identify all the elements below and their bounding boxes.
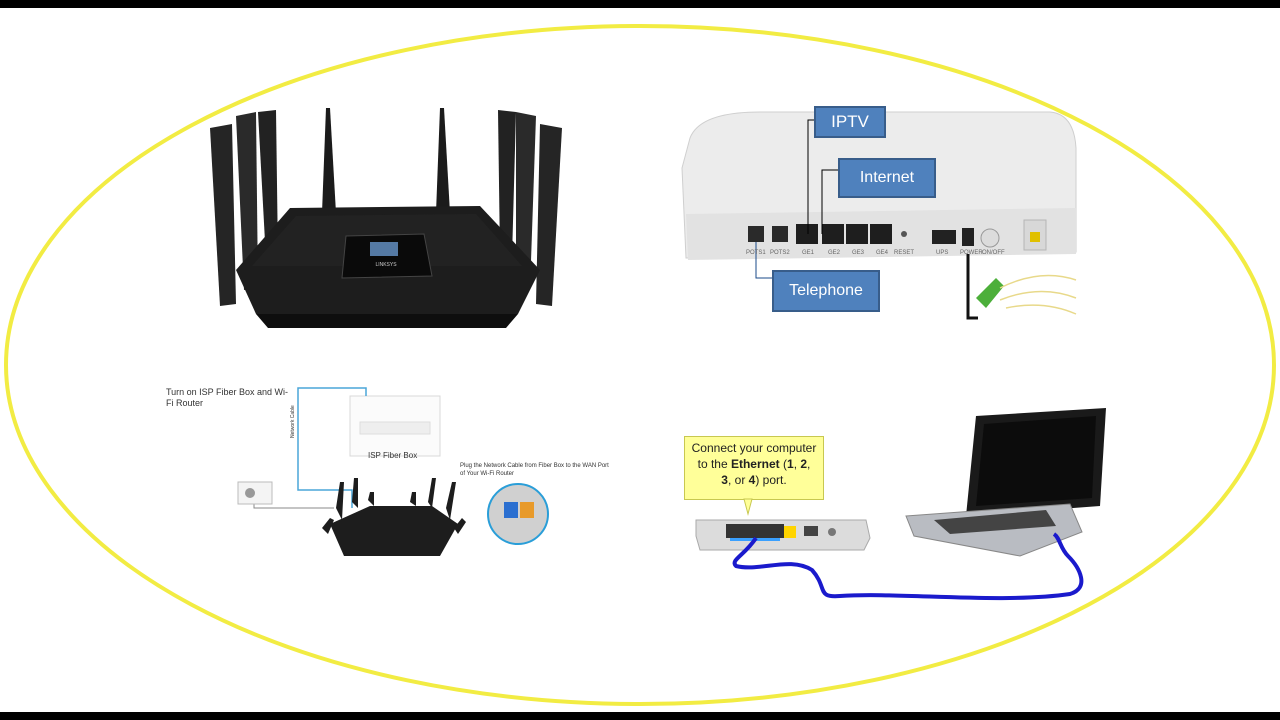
router-brand-text: LINKSYS <box>375 262 397 268</box>
callout-line-1: Connect your computer <box>691 441 817 455</box>
setup-step-text: Turn on ISP Fiber Box and Wi-Fi Router <box>166 387 289 408</box>
port-label-ups: UPS <box>936 250 948 256</box>
network-cable-label: Network Cable <box>290 405 296 438</box>
yellow-ellipse-frame <box>4 24 1276 706</box>
onu-port-labels: POTS1 POTS2 GE1 GE2 GE3 GE4 RESET UPS PO… <box>746 250 1005 256</box>
plug-instruction-text: Plug the Network Cable from Fiber Box to… <box>460 463 609 477</box>
port-label-onoff: ON/OFF <box>982 250 1005 256</box>
internet-label: Internet <box>838 158 936 198</box>
fiber-box-label: ISP Fiber Box <box>368 451 418 460</box>
linksys-router-image: LINKSYS <box>210 108 562 328</box>
callout-line-2: to the Ethernet (1, 2, <box>697 457 811 471</box>
laptop-setup-image <box>695 408 1106 601</box>
port-label-pots2: POTS2 <box>770 250 790 256</box>
setup-diagram-image <box>237 387 549 556</box>
port-label-ge2: GE2 <box>828 250 841 256</box>
callout-line-3: 3, or 4) port. <box>721 473 787 487</box>
slide-canvas: LINKSYS <box>0 8 1280 712</box>
port-label-pots1: POTS1 <box>746 250 766 256</box>
port-label-ge3: GE3 <box>852 250 865 256</box>
port-label-power: POWER <box>960 250 983 256</box>
port-label-ge4: GE4 <box>876 250 889 256</box>
port-label-ge1: GE1 <box>802 250 815 256</box>
iptv-label: IPTV <box>814 106 886 138</box>
ethernet-callout: Connect your computer to the Ethernet (1… <box>684 436 824 500</box>
telephone-label: Telephone <box>772 270 880 312</box>
scene-graphics: LINKSYS <box>4 24 1276 706</box>
port-label-reset: RESET <box>894 250 914 256</box>
